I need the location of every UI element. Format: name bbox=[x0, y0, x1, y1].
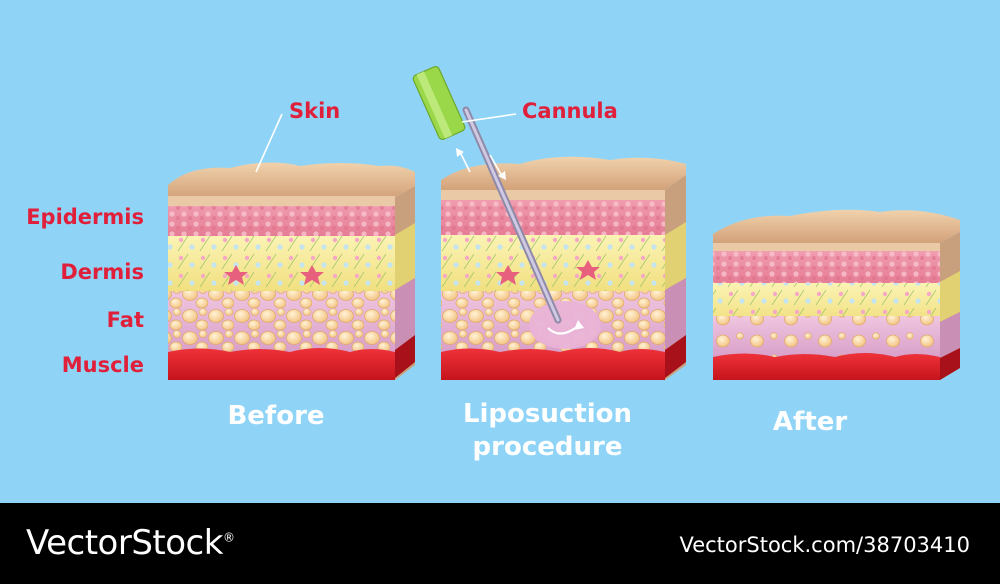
skin-block-procedure bbox=[441, 156, 686, 380]
skin-block-after bbox=[713, 209, 960, 380]
cannula-label: Cannula bbox=[522, 99, 618, 123]
muscle-label: Muscle bbox=[61, 353, 144, 377]
image-id-link[interactable]: VectorStock.com/38703410 bbox=[679, 533, 970, 557]
skin-diagram bbox=[168, 66, 960, 380]
caption-after: After bbox=[772, 407, 848, 437]
epidermis-label: Epidermis bbox=[26, 205, 144, 229]
cannula-pointer-line bbox=[461, 113, 517, 123]
diagram-stage: Skin Cannula Epidermis Dermis Fat Muscle… bbox=[26, 66, 960, 465]
caption-procedure: Liposuction procedure bbox=[430, 398, 665, 465]
dermis-label: Dermis bbox=[60, 260, 144, 284]
cannula-instrument bbox=[412, 66, 562, 324]
footer-bar: VectorStock® VectorStock.com/38703410 bbox=[0, 503, 1000, 584]
skin-pointer-line bbox=[255, 113, 283, 173]
skin-label: Skin bbox=[289, 99, 341, 123]
skin-block-before bbox=[168, 162, 415, 380]
vectorstock-logo[interactable]: VectorStock® bbox=[26, 523, 235, 563]
fat-label: Fat bbox=[106, 308, 144, 332]
registered-mark: ® bbox=[222, 530, 235, 545]
caption-procedure-line1: Liposuction bbox=[462, 399, 633, 429]
caption-procedure-line2: procedure bbox=[472, 432, 623, 463]
vectorstock-logo-text: VectorStock bbox=[26, 523, 223, 563]
caption-before: Before bbox=[227, 401, 325, 431]
